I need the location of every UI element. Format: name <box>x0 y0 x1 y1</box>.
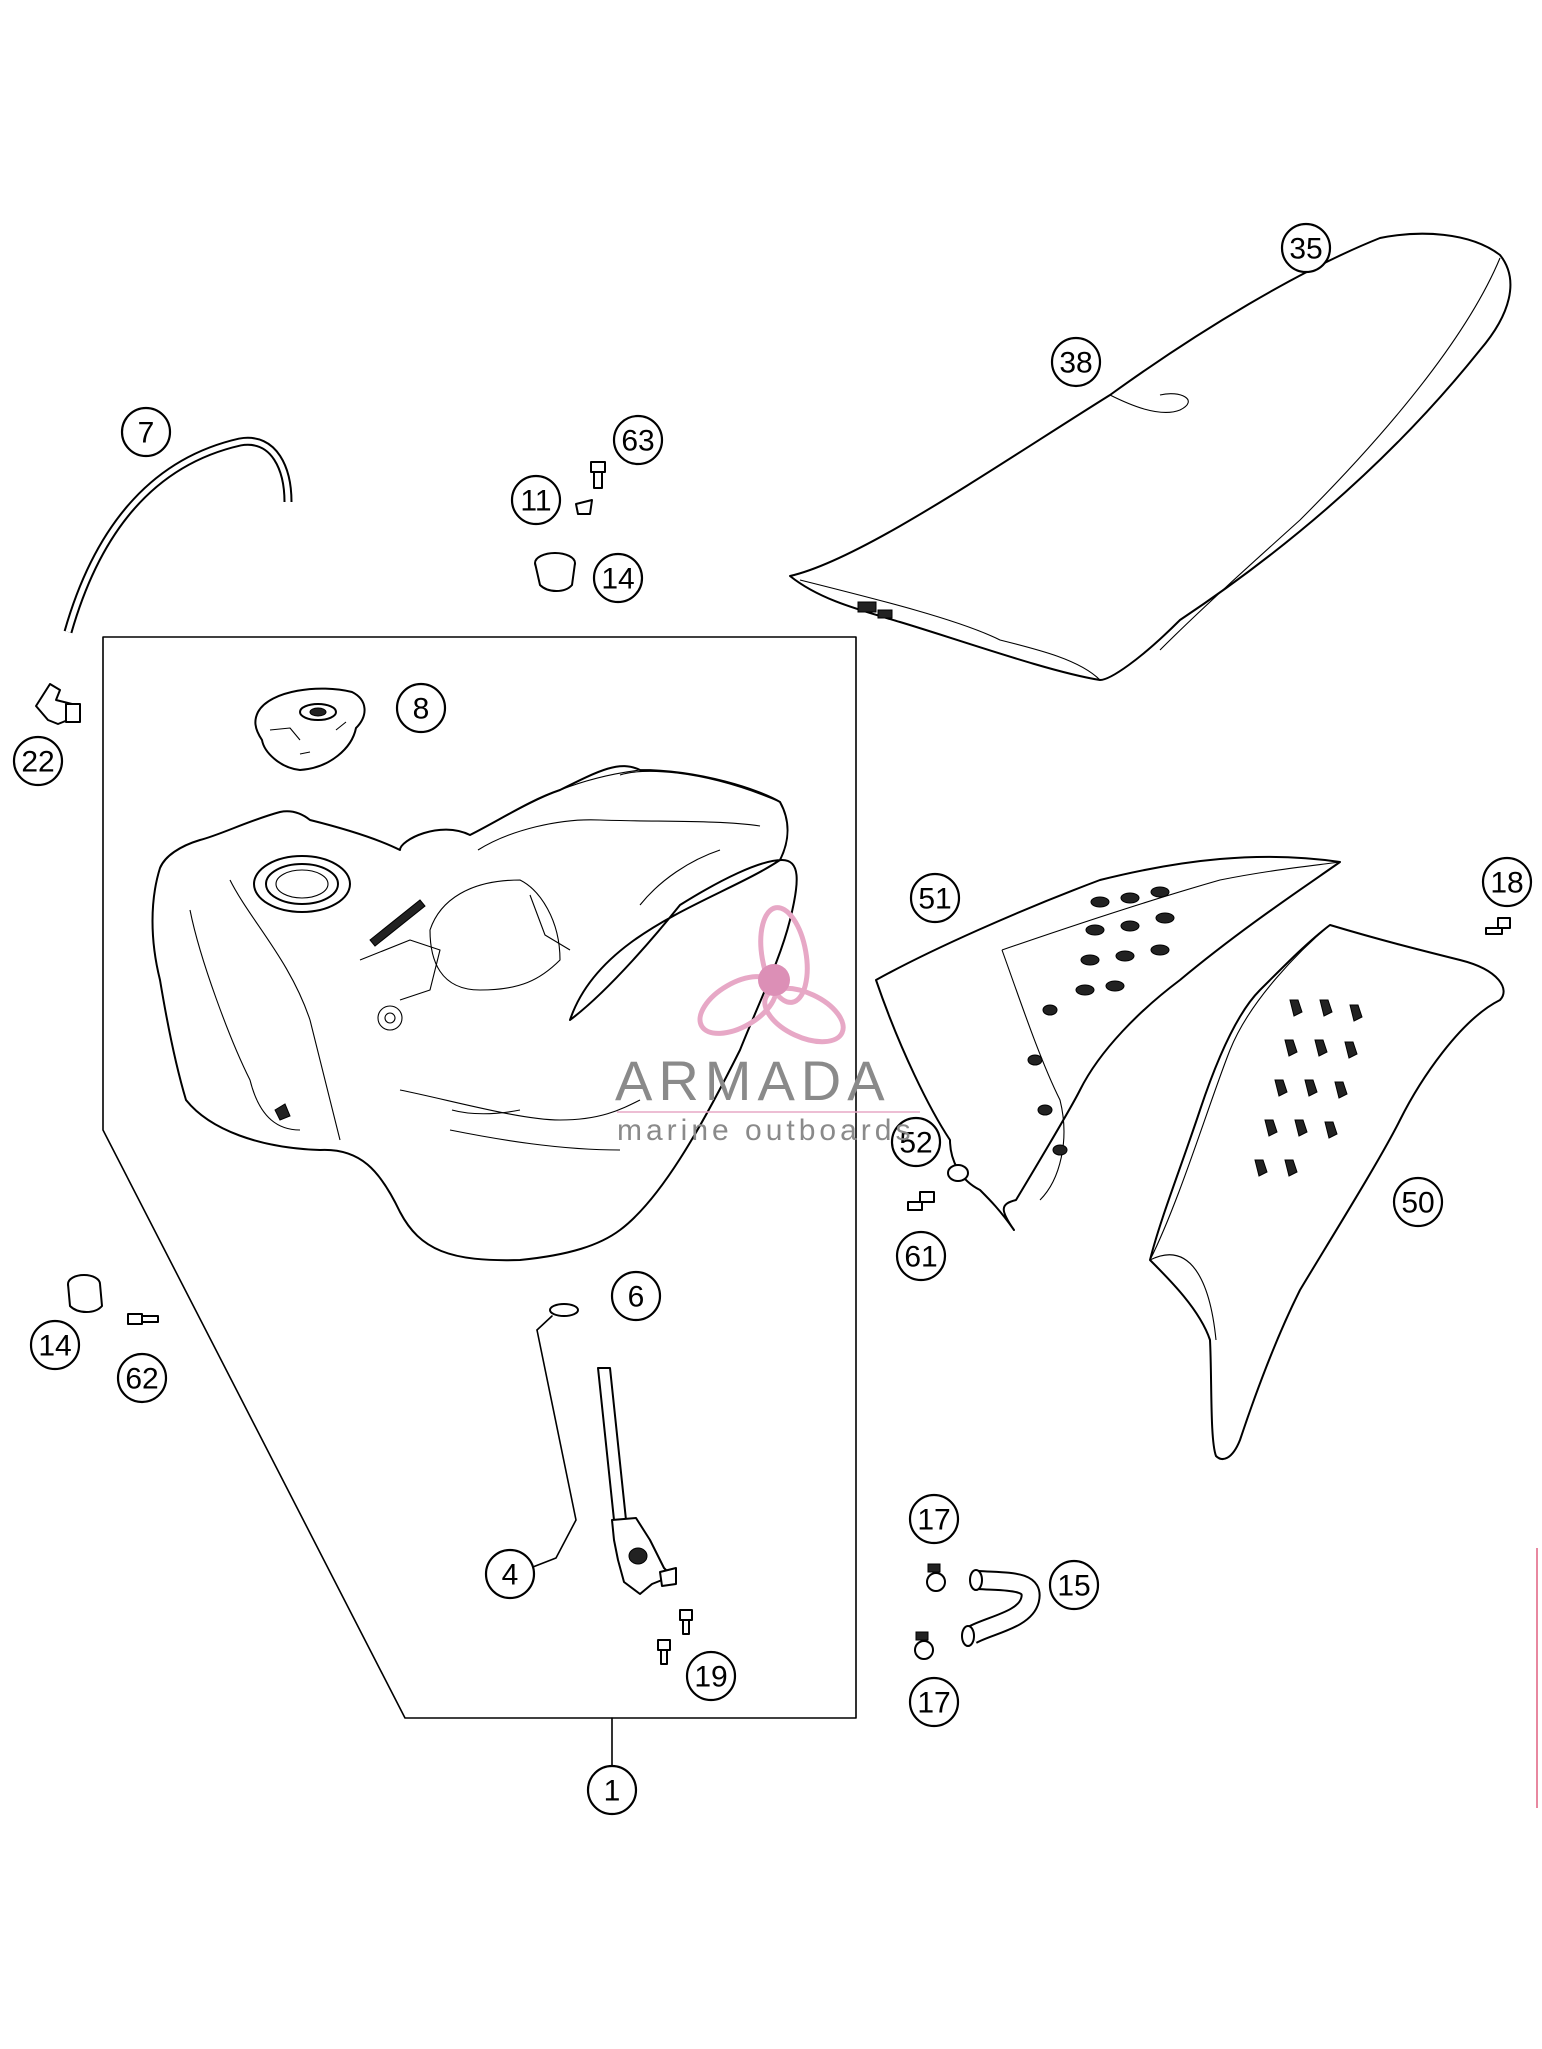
callout-38: 38 <box>1050 336 1102 388</box>
callout-number: 19 <box>694 1661 727 1694</box>
callout-number: 63 <box>621 425 654 458</box>
oring-leader <box>536 1315 553 1331</box>
watermark-tagline: marine outboards <box>617 1114 914 1147</box>
callout-11: 11 <box>510 474 562 526</box>
callout-circle <box>592 552 644 604</box>
callout-circle <box>908 1676 960 1728</box>
callout-19: 19 <box>685 1650 737 1702</box>
callout-circle <box>29 1319 81 1371</box>
fuel-tap <box>549 1303 677 1595</box>
callout-14: 14 <box>29 1319 81 1371</box>
callout-50: 50 <box>1392 1176 1444 1228</box>
callout-22: 22 <box>12 735 64 787</box>
callout-circle <box>895 1230 947 1282</box>
fuel-tap-screws <box>657 1609 693 1665</box>
callout-circle <box>908 1493 960 1545</box>
cover-hardware <box>907 1164 969 1211</box>
callout-number: 1 <box>604 1775 621 1808</box>
callout-51: 51 <box>909 872 961 924</box>
callout-number: 7 <box>138 417 155 450</box>
callout-8: 8 <box>395 682 447 734</box>
elbow-fitting <box>35 683 81 725</box>
callout-number: 35 <box>1289 233 1322 266</box>
callout-number: 18 <box>1490 867 1523 900</box>
watermark: ARMADA marine outboards <box>615 905 920 1147</box>
callout-circle <box>395 682 447 734</box>
callout-number: 38 <box>1059 347 1092 380</box>
callout-circle <box>1392 1176 1444 1228</box>
callout-number: 4 <box>502 1559 519 1592</box>
callout-number: 8 <box>413 693 430 726</box>
callout-circle <box>1048 1559 1100 1611</box>
callout-circle <box>586 1764 638 1816</box>
callout-number: 51 <box>918 883 951 916</box>
seat <box>789 232 1512 681</box>
callout-circle <box>116 1352 168 1404</box>
tank-assembly-bracket <box>102 636 857 1719</box>
callout-circle <box>120 406 172 458</box>
side-cover-right <box>1149 924 1505 1460</box>
callout-circle <box>612 414 664 466</box>
fuel-tank <box>151 765 798 1262</box>
callout-17: 17 <box>908 1493 960 1545</box>
callout-6: 6 <box>610 1270 662 1322</box>
callout-circle <box>510 474 562 526</box>
callout-4: 4 <box>484 1548 536 1600</box>
callout-number: 52 <box>899 1127 932 1160</box>
fuel-cap <box>254 687 366 771</box>
callout-number: 62 <box>125 1363 158 1396</box>
callout-number: 50 <box>1401 1187 1434 1220</box>
callout-number: 22 <box>21 746 54 779</box>
callout-17: 17 <box>908 1676 960 1728</box>
callout-circle <box>1481 856 1533 908</box>
callout-15: 15 <box>1048 1559 1100 1611</box>
mount-hardware-left <box>67 1274 159 1325</box>
hose-clamps <box>914 1563 946 1660</box>
callout-number: 6 <box>628 1281 645 1314</box>
callout-35: 35 <box>1280 222 1332 274</box>
screw-18 <box>1485 917 1511 935</box>
callout-circle <box>484 1548 536 1600</box>
callout-circle <box>1050 336 1102 388</box>
callout-circle <box>890 1116 942 1168</box>
callout-7: 7 <box>120 406 172 458</box>
callout-circle <box>685 1650 737 1702</box>
callout-number: 17 <box>917 1687 950 1720</box>
fuel-tap-leader <box>519 1329 577 1573</box>
callout-circle <box>909 872 961 924</box>
callout-63: 63 <box>612 414 664 466</box>
side-cover-left <box>875 855 1341 1231</box>
watermark-brand: ARMADA <box>615 1049 891 1112</box>
callout-61: 61 <box>895 1230 947 1282</box>
callout-62: 62 <box>116 1352 168 1404</box>
callout-14: 14 <box>592 552 644 604</box>
callout-number: 15 <box>1057 1570 1090 1603</box>
callout-1: 1 <box>586 1764 638 1816</box>
callout-number: 11 <box>520 485 551 518</box>
drain-hose <box>961 1569 1041 1647</box>
vent-hose <box>63 436 293 634</box>
callout-circle <box>1280 222 1332 274</box>
watermark-logo-icon <box>697 905 846 1045</box>
callout-circle <box>12 735 64 787</box>
callout-number: 61 <box>904 1241 937 1274</box>
callout-18: 18 <box>1481 856 1533 908</box>
mount-hardware-top <box>534 461 606 592</box>
callout-number: 14 <box>38 1330 71 1363</box>
callout-52: 52 <box>890 1116 942 1168</box>
callout-number: 17 <box>917 1504 950 1537</box>
callout-circle <box>610 1270 662 1322</box>
callout-number: 14 <box>601 563 634 596</box>
